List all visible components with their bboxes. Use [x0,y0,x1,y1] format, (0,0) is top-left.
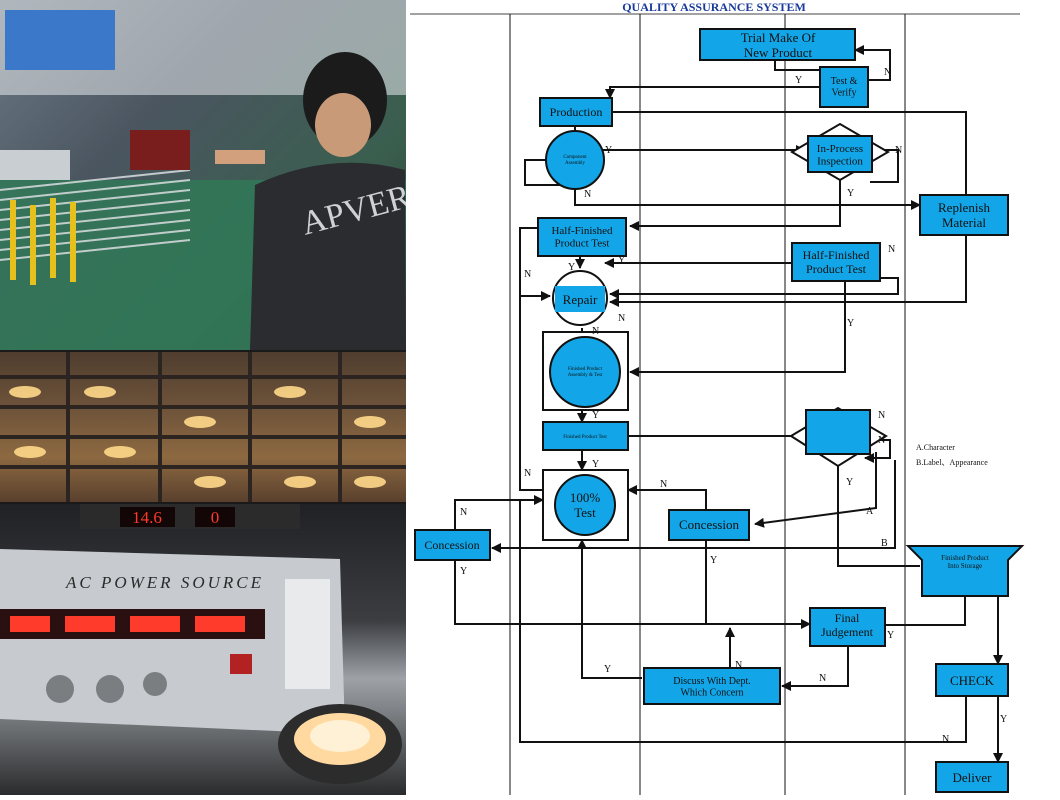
replenish-material-box[interactable] [919,194,1009,236]
edge-labels: Y N Y N N Y Y Y N N Y N N Y Y N N N Y A B N N Y Y Y N Y N Y N [460,67,1007,745]
edge-label-17: N [878,435,885,446]
flow-connectors [454,45,1003,763]
concession-left-box[interactable] [414,529,491,561]
ac-power-source-label: AC POWER SOURCE [65,573,264,592]
edge-label-22: N [460,507,467,518]
edge-label-2: Y [605,145,612,156]
check-box[interactable] [935,663,1009,697]
quality-assurance-flowchart: QUALITY ASSURANCE SYSTEM [410,0,1060,795]
edge-label-20: B [881,538,888,549]
repair-label: Repair [563,292,598,307]
edge-label-28: N [819,673,826,684]
half-finished-test-left-box[interactable] [537,217,627,257]
aging-rack-photo [0,352,406,502]
discuss-label: Discuss With Dept.Which Concern [673,676,750,699]
edge-label-14: Y [592,459,599,470]
edge-label-8: N [524,269,531,280]
edge-label-21: N [660,479,667,490]
edge-label-7: Y [568,262,575,273]
production-label: Production [550,105,603,119]
voltage-display: 14.6 [132,508,162,527]
edge-label-16: N [878,410,885,421]
deliver-box[interactable] [935,761,1009,793]
edge-label-30: N [942,734,949,745]
edge-label-13: Y [592,410,599,421]
edge-label-0: Y [795,75,802,86]
edge-label-12: N [592,326,599,337]
test100-label: 100%Test [570,490,601,520]
finished-product-test-small-box[interactable] [542,421,629,451]
edge-label-18: Y [846,477,853,488]
edge-label-23: Y [460,566,467,577]
edge-label-9: N [888,244,895,255]
concession-mid-label: Concession [679,517,739,532]
check-label: CHECK [950,673,995,688]
edge-label-24: Y [710,555,717,566]
concession-mid-box[interactable] [668,509,750,541]
legend-b: B.Label、Appearance [916,458,988,467]
fp-test-small-label: Finished Product Test [563,435,607,440]
edge-label-1: N [884,67,891,78]
ac-power-source-photo: 14.6 0 AC POWER SOURCE [0,504,406,795]
fp-qc-box[interactable] [805,409,871,455]
repair-label-box [555,286,605,312]
edge-label-3: N [584,189,591,200]
swimlane-dividers [509,14,906,795]
photo-collage: APVERS 14.6 [0,0,406,795]
edge-label-25: Y [887,630,894,641]
edge-label-15: N [524,468,531,479]
test-verify-label: Test &Verify [831,76,858,99]
component-assembly-circle[interactable] [545,130,605,190]
production-box[interactable] [539,97,613,127]
edge-label-19: A [866,506,874,517]
edge-label-29: Y [1000,714,1007,725]
discuss-box[interactable] [643,667,781,705]
final-judgement-box[interactable] [809,607,886,647]
finished-assembly-circle[interactable] [549,336,621,408]
edge-label-5: Y [847,188,854,199]
edge-label-10: Y [847,318,854,329]
edge-label-6: Y [618,255,625,266]
test100-circle[interactable] [554,474,616,536]
edge-label-26: N [735,660,742,671]
edge-label-11: N [618,313,625,324]
half-finished-test-right-box[interactable] [791,242,881,282]
legend-a: A.Character [916,443,955,452]
current-display: 0 [211,508,220,527]
edge-label-27: Y [604,664,611,675]
deliver-label: Deliver [953,770,993,785]
inprocess-box[interactable] [807,135,873,173]
test-verify-box[interactable] [819,66,869,108]
concession-left-label: Concession [424,538,479,552]
diagram-title: QUALITY ASSURANCE SYSTEM [622,0,806,14]
trial-make-box[interactable] [699,28,856,61]
storage-box[interactable] [905,545,1025,597]
edge-label-4: N [895,145,902,156]
worker-assembly-photo: APVERS [0,0,406,350]
